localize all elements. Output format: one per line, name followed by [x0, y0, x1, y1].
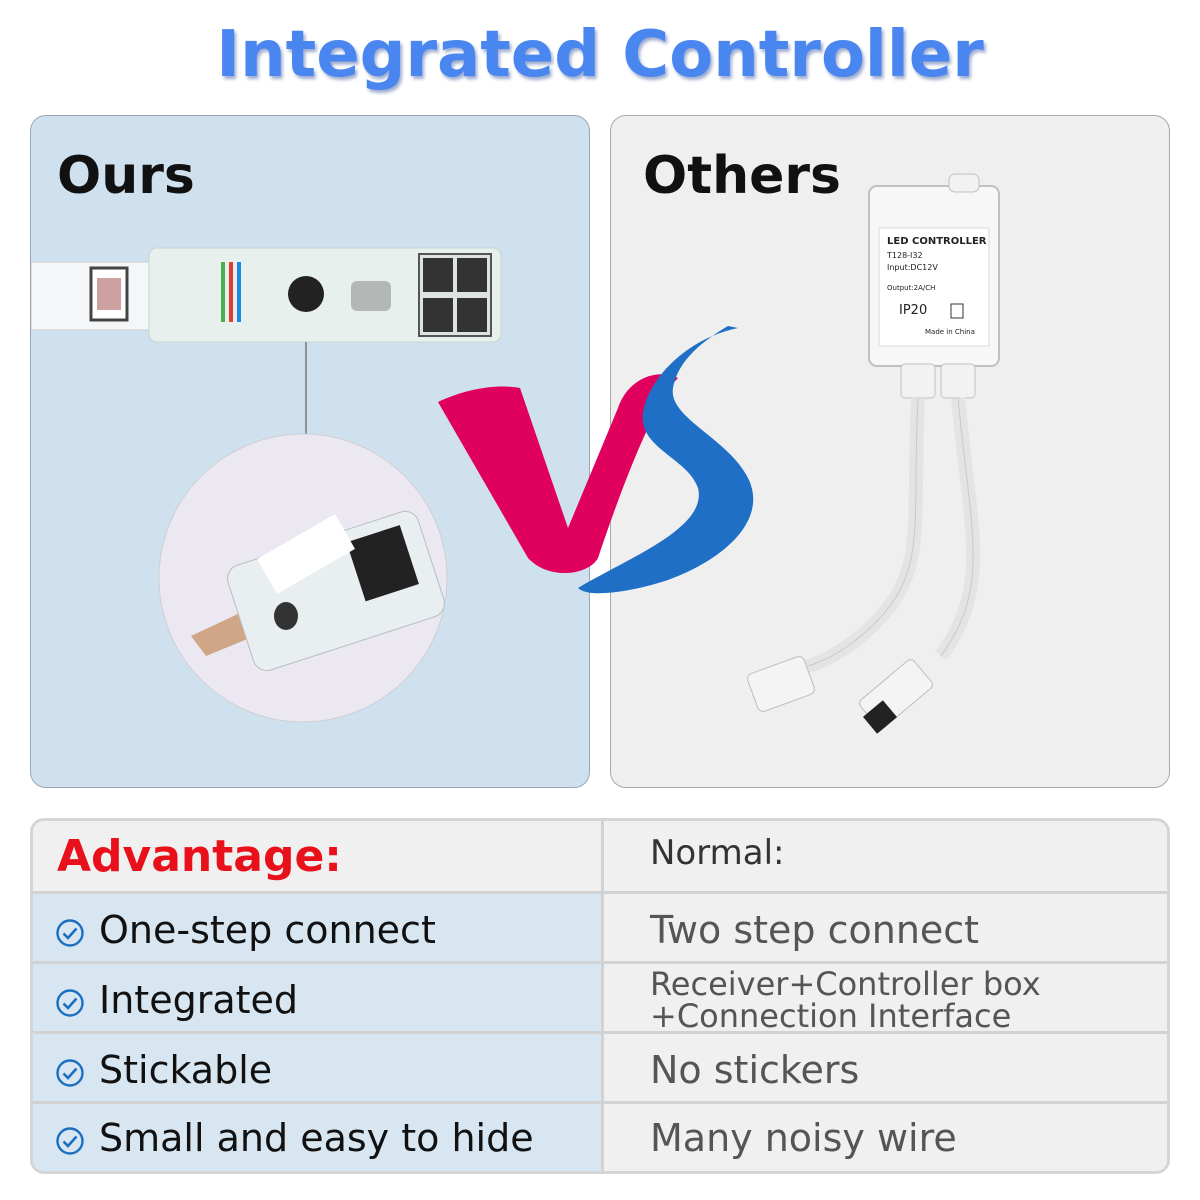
- normal-label-line2: +Connection Interface: [650, 997, 1012, 1035]
- normal-label: Many noisy wire: [650, 1116, 957, 1160]
- feature-label: Integrated: [99, 978, 298, 1022]
- feature-label: Stickable: [99, 1048, 273, 1092]
- check-circle-icon: [56, 989, 84, 1017]
- table-row: Stickable No stickers: [33, 1031, 1167, 1104]
- normal-label-line1: Receiver+Controller box: [650, 965, 1041, 1003]
- table-header-row: Advantage: Normal:: [33, 821, 1167, 891]
- table-row: One-step connect Two step connect: [33, 891, 1167, 964]
- others-product-illustration: LED CONTROLLER T128-I32 Input:DC12V Outp…: [747, 173, 1000, 734]
- vs-v-letter: [438, 374, 678, 574]
- controller-model: T128-I32: [886, 251, 923, 260]
- feature-label: Small and easy to hide: [99, 1116, 534, 1160]
- normal-header: Normal:: [650, 833, 785, 873]
- others-label: Others: [643, 146, 841, 206]
- ours-label: Ours: [57, 146, 195, 206]
- advantage-header: Advantage:: [57, 831, 342, 882]
- controller-input: Input:DC12V: [887, 263, 938, 272]
- comparison-table: Advantage: Normal: One-step connect Two …: [30, 818, 1170, 1174]
- normal-label: No stickers: [650, 1048, 860, 1092]
- page-title: Integrated Controller: [216, 18, 984, 92]
- table-row: Integrated Receiver+Controller box +Conn…: [33, 961, 1167, 1034]
- others-panel: Others LED CONTROLLER T128-I32 Input:DC1…: [610, 115, 1170, 788]
- feature-label: One-step connect: [99, 908, 436, 952]
- vs-s-letter: [578, 326, 754, 594]
- check-circle-icon: [56, 919, 84, 947]
- controller-origin: Made in China: [925, 328, 975, 336]
- controller-rating: IP20: [899, 303, 927, 318]
- controller-name: LED CONTROLLER: [887, 236, 987, 247]
- table-row: Small and easy to hide Many noisy wire: [33, 1101, 1167, 1171]
- check-circle-icon: [56, 1059, 84, 1087]
- ours-product-illustration: [31, 247, 502, 723]
- check-circle-icon: [56, 1127, 84, 1155]
- vs-graphic: [438, 326, 754, 594]
- normal-label: Two step connect: [650, 908, 980, 952]
- controller-output: Output:2A/CH: [887, 284, 935, 292]
